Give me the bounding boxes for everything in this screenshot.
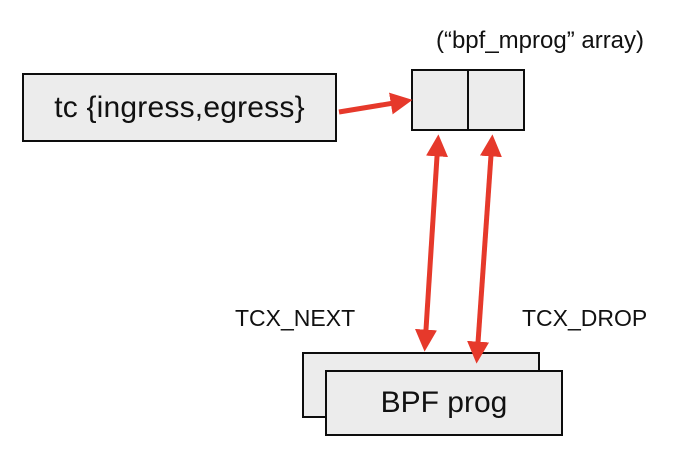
bpf-prog-front-box: BPF prog	[325, 370, 563, 436]
tcx-next-label: TCX_NEXT	[235, 305, 356, 331]
mprog-array-cell-2	[469, 71, 523, 129]
mprog-array-box	[411, 69, 525, 131]
tcx-drop-arrow	[467, 134, 502, 364]
tc-node-label: tc {ingress,egress}	[54, 90, 305, 124]
mprog-array-cell-1	[413, 71, 469, 129]
tc-node-box: tc {ingress,egress}	[22, 73, 337, 142]
bpf-prog-label: BPF prog	[380, 386, 508, 419]
tcx-next-arrow	[415, 134, 448, 352]
tcx-drop-label: TCX_DROP	[522, 305, 648, 331]
tc-to-array-arrow	[338, 92, 413, 115]
mprog-array-caption: (“bpf_mprog” array)	[435, 27, 645, 54]
